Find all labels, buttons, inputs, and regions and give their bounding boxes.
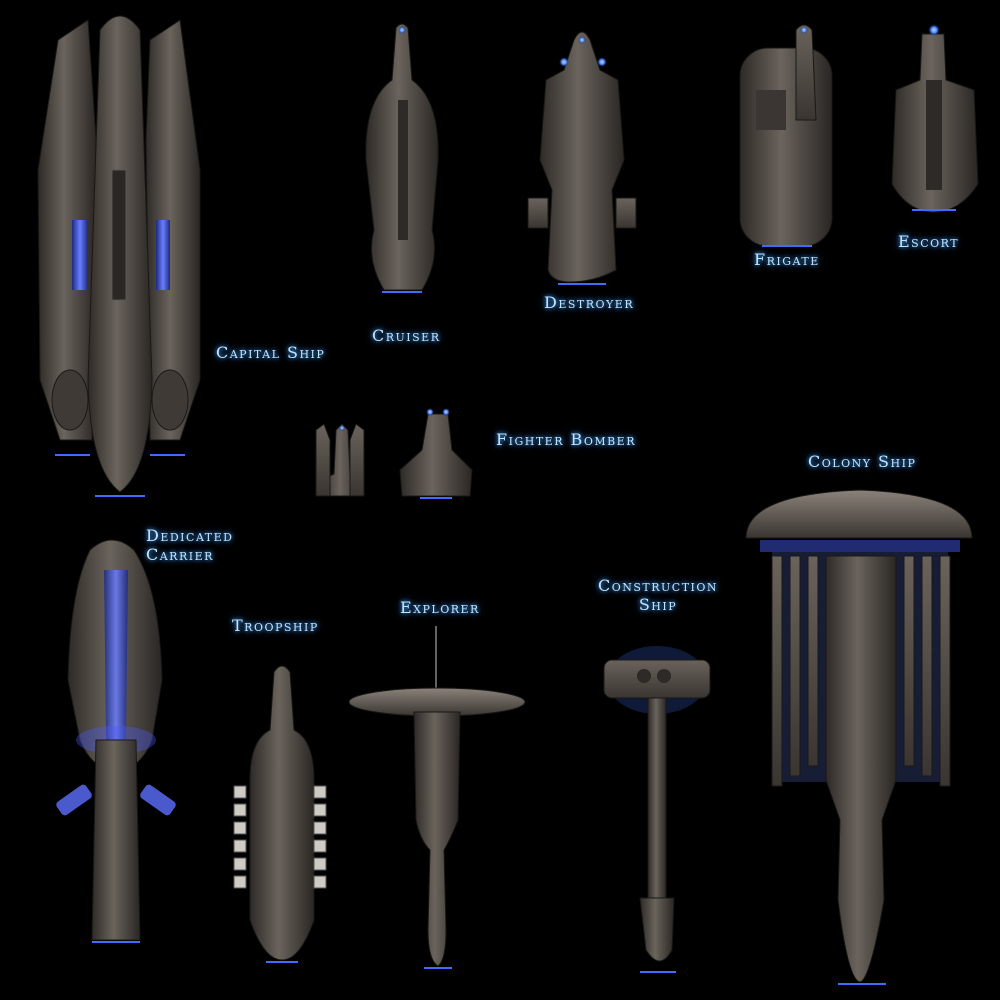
construction-ship-label-line2: Ship [638, 595, 678, 614]
fighter-sprite [315, 423, 365, 497]
construction-ship-sprite [603, 646, 711, 973]
construction-ship-label-line1: Construction [597, 576, 719, 595]
explorer-sprite [348, 626, 526, 969]
destroyer-sprite [527, 31, 637, 285]
dedicated-carrier-label: Dedicated Carrier [146, 526, 233, 564]
dedicated-carrier-sprite [56, 539, 176, 943]
bomber-sprite [399, 408, 473, 499]
escort-label: Escort [898, 232, 960, 251]
frigate-label: Frigate [754, 250, 820, 269]
dedicated-carrier-label-line2: Carrier [146, 545, 214, 564]
construction-ship-label: Construction Ship [582, 576, 734, 614]
cruiser-label: Cruiser [372, 326, 441, 345]
explorer-label: Explorer [400, 598, 480, 617]
capital-ship-label: Capital Ship [216, 343, 326, 362]
capital-ship-sprite [37, 15, 201, 497]
colony-ship-sprite [745, 489, 973, 985]
frigate-sprite [739, 24, 833, 247]
cruiser-sprite [365, 23, 439, 293]
escort-sprite [891, 24, 979, 213]
fighter-bomber-label: Fighter Bomber [496, 430, 636, 449]
dedicated-carrier-label-line1: Dedicated [146, 526, 234, 545]
destroyer-label: Destroyer [544, 293, 635, 312]
colony-ship-label: Colony Ship [808, 452, 917, 471]
troopship-label: Troopship [232, 616, 319, 635]
troopship-sprite [233, 665, 327, 963]
